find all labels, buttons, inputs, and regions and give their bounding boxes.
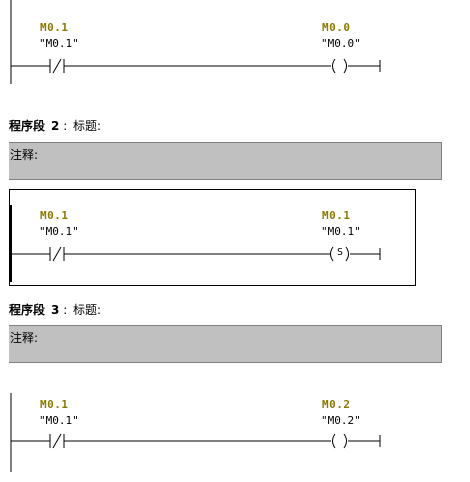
network-3-contact-symbol: "M0.1" [39, 414, 79, 427]
network-2-coil-mark: S [337, 247, 344, 258]
network-3-title-label: 标题: [73, 303, 102, 317]
network-2-comment-label: 注释: [10, 148, 39, 162]
network-3-heading-label: 程序段 [9, 303, 46, 317]
network-1-coil-symbol: "M0.0" [321, 37, 361, 50]
normally-closed-contact-icon[interactable] [49, 433, 65, 449]
network-3-coil-address: M0.2 [322, 398, 351, 411]
network-1-ladder[interactable] [9, 0, 442, 106]
network-3-contact-address: M0.1 [40, 398, 69, 411]
network-3-ladder[interactable] [9, 378, 442, 478]
network-1-coil-address: M0.0 [322, 21, 351, 34]
network-3-number: 3 [51, 303, 60, 317]
network-1-contact-symbol: "M0.1" [39, 37, 79, 50]
network-3-coil-symbol: "M0.2" [321, 414, 361, 427]
network-2-number: 2 [51, 119, 60, 133]
output-coil-icon[interactable] [332, 433, 347, 449]
network-2-heading-label: 程序段 [9, 119, 46, 133]
network-2-coil-address: M0.1 [322, 209, 351, 222]
set-coil-icon[interactable] [330, 246, 349, 262]
network-2-contact-symbol: "M0.1" [39, 225, 79, 238]
network-2-title-label: 标题: [73, 119, 102, 133]
network-2-comment[interactable]: 注释: [9, 142, 442, 180]
network-2-contact-address: M0.1 [40, 209, 69, 222]
network-2-ladder[interactable] [9, 189, 416, 286]
network-2-coil-symbol: "M0.1" [321, 225, 361, 238]
output-coil-icon[interactable] [332, 58, 347, 74]
network-3-comment[interactable]: 注释: [9, 325, 442, 363]
network-3-comment-label: 注释: [10, 331, 39, 345]
network-1-contact-address: M0.1 [40, 21, 69, 34]
